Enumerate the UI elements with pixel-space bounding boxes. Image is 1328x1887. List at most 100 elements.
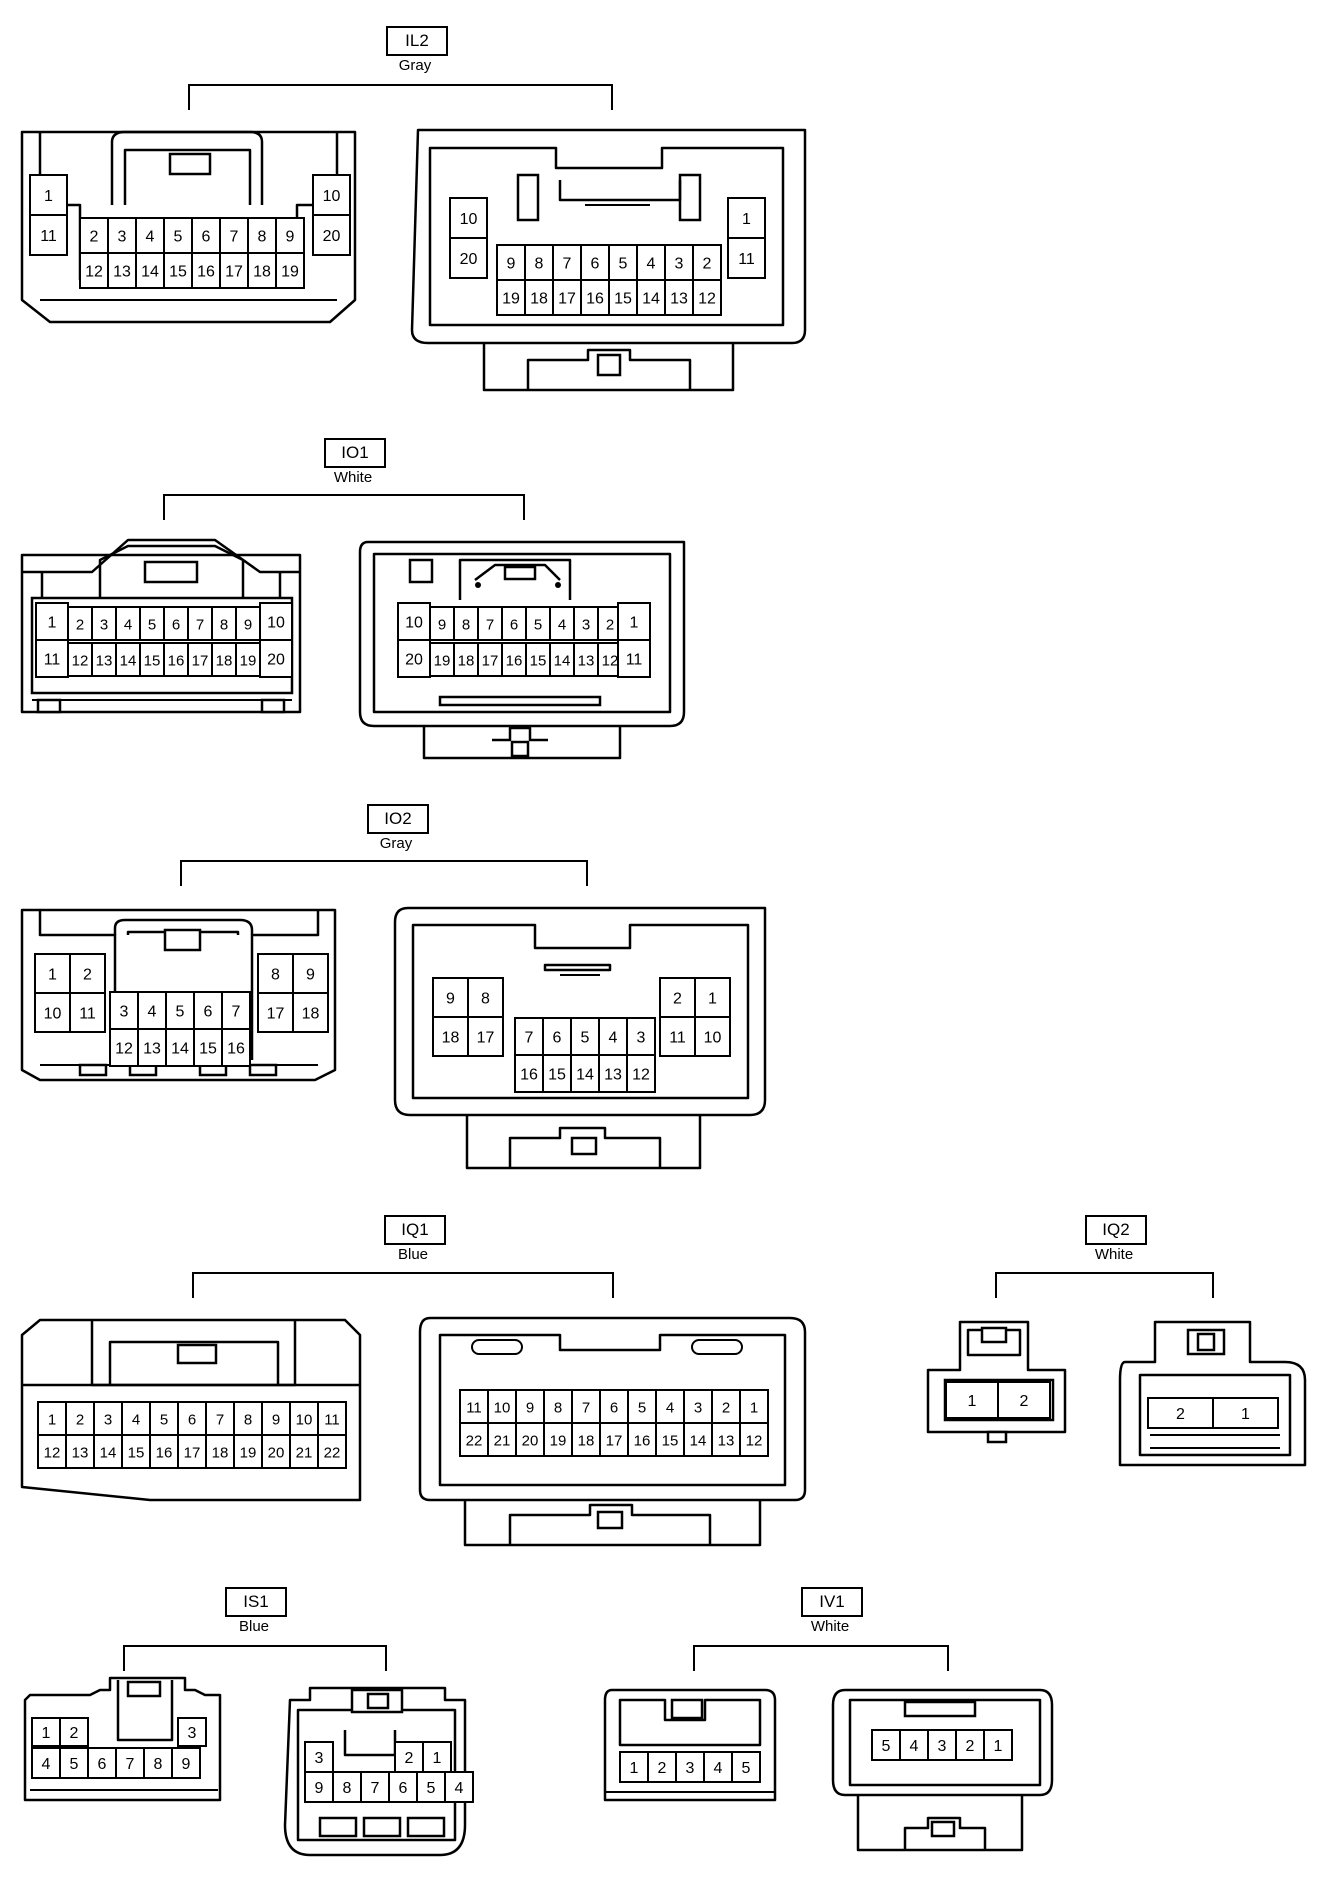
bracket-is1: [123, 1645, 387, 1671]
io1-right-dot: [475, 582, 481, 588]
pin-number: 9: [446, 991, 455, 1008]
pin-cell: [997, 1381, 1051, 1419]
pin-cell: [608, 279, 638, 316]
pin-number: 9: [507, 256, 516, 273]
pin-number: 19: [240, 1445, 257, 1462]
pin-cell: [580, 279, 610, 316]
pin-number: 9: [315, 1780, 324, 1797]
pin-cell: [694, 1016, 731, 1057]
io2-left-foot-4: [248, 1063, 278, 1077]
pin-cell: [59, 1717, 89, 1747]
pin-number: 14: [576, 1067, 594, 1084]
pin-number: 13: [670, 291, 688, 308]
pin-number: 3: [637, 1030, 646, 1047]
pin-cell: [549, 642, 575, 677]
connector-color-is1: Blue: [238, 1618, 270, 1635]
pin-number: 3: [120, 1004, 129, 1021]
pin-number: 18: [578, 1433, 595, 1450]
pin-number: 10: [267, 615, 285, 632]
bracket-io2: [180, 860, 588, 886]
pin-cell: [692, 279, 722, 316]
pin-cell: [275, 252, 305, 289]
pin-cell: [727, 237, 766, 279]
pin-number: 10: [323, 188, 341, 205]
pin-number: 1: [968, 1393, 977, 1410]
pin-cell: [59, 1747, 89, 1779]
is1-left-latch: [116, 1680, 174, 1742]
pin-number: 4: [148, 1004, 157, 1021]
connector-color-io2: Gray: [379, 835, 413, 852]
io1-right-latch-block: [503, 565, 537, 581]
iv1-left-top-block: [670, 1698, 704, 1720]
is1-right-foot-2: [362, 1816, 402, 1838]
pin-number: 19: [281, 264, 299, 281]
io1-right-foot-block: [510, 740, 530, 758]
pin-number: 2: [1176, 1406, 1185, 1423]
pin-number: 7: [216, 1412, 224, 1429]
pin-number: 13: [718, 1433, 735, 1450]
pin-number: 16: [156, 1445, 173, 1462]
pin-number: 14: [141, 264, 159, 281]
pin-number: 15: [614, 291, 632, 308]
pin-cell: [221, 1028, 251, 1067]
pin-cell: [580, 244, 610, 281]
pin-cell: [636, 279, 666, 316]
pin-number: 14: [120, 653, 137, 670]
pin-cell: [304, 1771, 334, 1803]
pin-number: 2: [722, 1400, 730, 1417]
pin-cell: [177, 1434, 207, 1469]
pin-number: 17: [477, 1030, 495, 1047]
pin-number: 20: [522, 1433, 539, 1450]
pin-cell: [233, 1434, 263, 1469]
is1-left-latch-block: [126, 1680, 162, 1698]
bracket-il2: [188, 84, 613, 110]
io1-right-corner-block: [408, 558, 434, 584]
pin-cell: [501, 606, 527, 641]
pin-number: 6: [399, 1780, 408, 1797]
pin-cell: [955, 1729, 985, 1761]
io1-left-latch: [98, 544, 245, 598]
pin-cell: [115, 1747, 145, 1779]
pin-cell: [388, 1771, 418, 1803]
pin-number: 8: [154, 1756, 163, 1773]
iq2-left-foot: [986, 1430, 1008, 1444]
pin-number: 7: [563, 256, 572, 273]
pin-number: 2: [70, 1725, 79, 1742]
io1-left-foot-r: [260, 698, 286, 714]
connector-color-iq2: White: [1094, 1246, 1134, 1263]
pin-cell: [477, 642, 503, 677]
pin-cell: [69, 992, 106, 1033]
pin-cell: [93, 1434, 123, 1469]
pin-cell: [149, 1401, 179, 1436]
io2-left-foot-1: [78, 1063, 108, 1077]
pin-number: 8: [554, 1400, 562, 1417]
pin-number: 17: [225, 264, 243, 281]
pin-number: 1: [433, 1750, 442, 1767]
pin-cell: [514, 1054, 544, 1093]
pin-number: 16: [520, 1067, 538, 1084]
pin-cell: [683, 1422, 713, 1457]
pin-number: 5: [534, 617, 542, 634]
pin-number: 3: [938, 1738, 947, 1755]
iv1-right-foot-block: [930, 1820, 956, 1838]
pin-number: 13: [604, 1067, 622, 1084]
pin-number: 11: [466, 1400, 482, 1417]
pin-cell: [193, 991, 223, 1030]
connector-color-io1: White: [333, 469, 373, 486]
pin-number: 17: [558, 291, 576, 308]
pin-number: 1: [48, 615, 57, 632]
pin-number: 3: [100, 617, 108, 634]
pin-cell: [261, 1434, 291, 1469]
pin-number: 20: [267, 652, 285, 669]
pin-number: 8: [343, 1780, 352, 1797]
pin-number: 4: [146, 229, 155, 246]
pin-number: 8: [462, 617, 470, 634]
pin-number: 16: [506, 653, 523, 670]
pin-cell: [675, 1751, 705, 1783]
bracket-iq1: [192, 1272, 614, 1298]
pin-number: 5: [581, 1030, 590, 1047]
pin-cell: [626, 1054, 656, 1093]
iq2-right-body: [1118, 1320, 1307, 1467]
pin-cell: [453, 642, 479, 677]
